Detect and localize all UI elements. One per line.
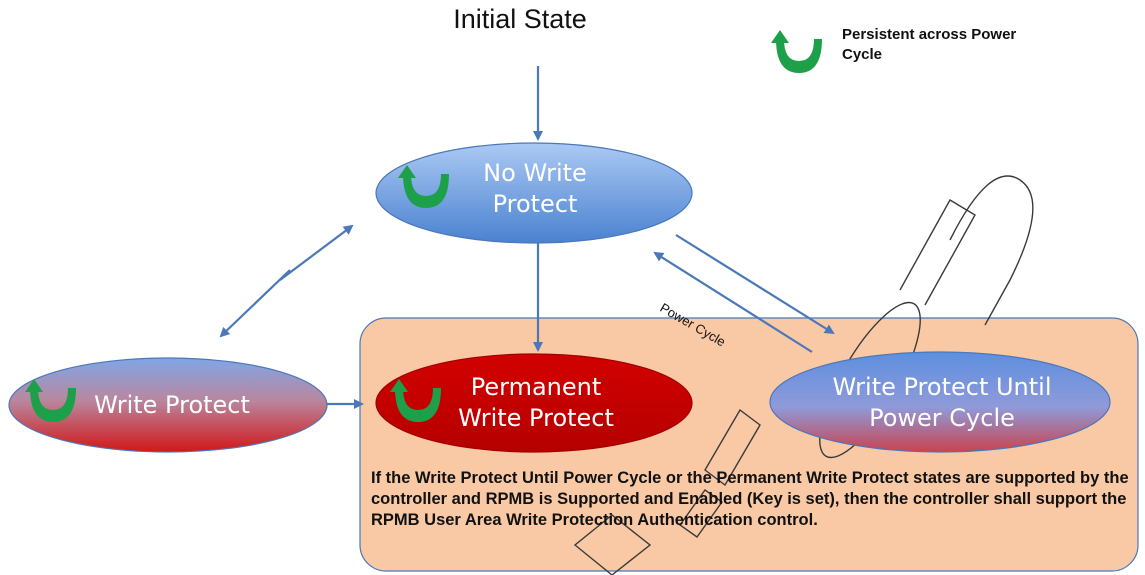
state-label-no-write-protect: No Write Protect (483, 159, 587, 218)
state-permanent-write-protect (375, 353, 693, 453)
persistent-icon (771, 30, 822, 73)
persistent-icon (390, 379, 441, 422)
arrow-no-write-protect-to-until-power-cycle (675, 234, 835, 335)
state-no-write-protect (375, 142, 693, 244)
persistent-icon (398, 165, 449, 208)
state-write-protect (8, 357, 328, 453)
arrow-no-write-protect-to-write-protect (219, 269, 291, 338)
state-label-write-protect-until-power-cycle: Write Protect Until Power Cycle (832, 373, 1052, 432)
arrow-power-cycle-return (653, 251, 813, 353)
rpmb-note: If the Write Protect Until Power Cycle o… (371, 469, 1129, 529)
arrow-write-protect-to-no-write-protect (279, 224, 354, 281)
state-label-permanent-write-protect: Permanent Write Protect (458, 373, 614, 432)
persistent-icon (25, 379, 76, 422)
legend-label: Persistent across Power Cycle (842, 26, 1017, 63)
diagram-title: Initial State (453, 4, 587, 34)
state-label-write-protect: Write Protect (94, 391, 250, 419)
state-write-protect-until-power-cycle (769, 351, 1111, 453)
